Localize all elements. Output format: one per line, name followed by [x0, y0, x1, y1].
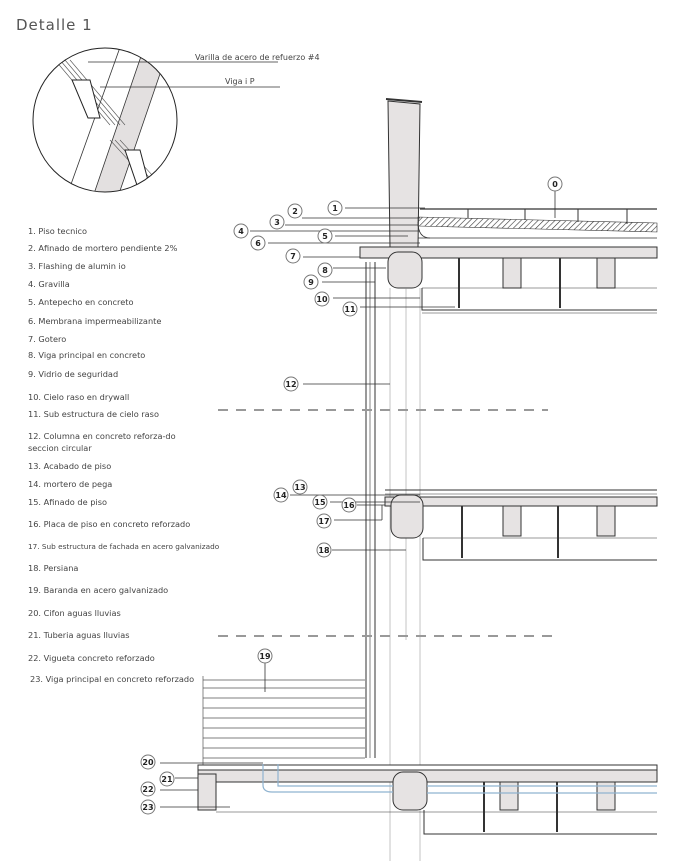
svg-text:2: 2 [292, 207, 298, 216]
callout-13: 13 [292, 479, 308, 495]
callout-9: 9 [303, 274, 319, 290]
legend-item: 8. Viga principal en concreto [28, 350, 146, 360]
legend-item: 14. mortero de pega [28, 479, 113, 489]
legend-item: 17. Sub estructura de fachada en acero g… [28, 542, 220, 551]
callout-19: 19 [257, 648, 273, 664]
slab-level-2 [384, 489, 658, 561]
legend-item: 12. Columna en concreto reforza-do secci… [28, 431, 176, 453]
legend-item: 16. Placa de piso en concreto reforzado [28, 519, 191, 529]
svg-text:19: 19 [259, 652, 271, 661]
legend-item: 1. Piso tecnico [28, 226, 88, 236]
label-beam: Viga i P [225, 77, 255, 86]
label-rebar: Varilla de acero de refuerzo #4 [195, 53, 320, 62]
legend-item: 15. Afinado de piso [28, 497, 107, 507]
svg-text:18: 18 [318, 546, 330, 555]
svg-text:10: 10 [316, 295, 328, 304]
svg-text:13: 13 [294, 483, 305, 492]
drawing-title: Detalle 1 [16, 16, 93, 34]
legend-item: 6. Membrana impermeabilizante [28, 316, 162, 326]
legend-item: 9. Vidrio de seguridad [28, 369, 119, 379]
callout-1: 1 [327, 200, 343, 216]
legend-item: 5. Antepecho en concreto [28, 297, 134, 307]
legend-item: 22. Vigueta concreto reforzado [28, 653, 155, 663]
svg-text:20: 20 [142, 758, 154, 767]
svg-text:17: 17 [318, 517, 329, 526]
callout-10: 10 [314, 291, 330, 307]
detail-1-circle: Varilla de acero de refuerzo #4 Viga i P [32, 47, 320, 193]
svg-text:3: 3 [274, 218, 280, 227]
slab-level-3 [197, 764, 658, 835]
callout-4: 4 [233, 223, 249, 239]
svg-text:6: 6 [255, 239, 261, 248]
railing [202, 676, 365, 765]
callout-16: 16 [341, 497, 357, 513]
callout-8: 8 [317, 262, 333, 278]
legend-item: 10. Cielo raso en drywall [28, 392, 130, 402]
callout-11: 11 [342, 301, 358, 317]
callout-23: 23 [140, 799, 156, 815]
callout-3: 3 [269, 214, 285, 230]
roof-assembly [417, 208, 658, 239]
svg-text:12: 12 [285, 380, 296, 389]
legend-item: 2. Afinado de mortero pendiente 2% [28, 243, 178, 253]
callout-21: 21 [159, 771, 175, 787]
legend-item: 21. Tuberia aguas lluvias [28, 630, 130, 640]
svg-text:5: 5 [322, 232, 328, 241]
svg-text:4: 4 [238, 227, 244, 236]
legend-item: 4. Gravilla [28, 279, 70, 289]
svg-text:11: 11 [344, 305, 356, 314]
svg-text:1: 1 [332, 204, 338, 213]
callout-12: 12 [283, 376, 299, 392]
svg-text:16: 16 [343, 501, 355, 510]
svg-text:15: 15 [314, 498, 326, 507]
leader-lines [160, 190, 556, 808]
legend-item: 13. Acabado de piso [28, 461, 112, 471]
callout-5: 5 [317, 228, 333, 244]
svg-text:22: 22 [142, 785, 153, 794]
slab-level-1 [359, 246, 658, 314]
legend-item: 20. Cifon aguas lluvias [28, 608, 121, 618]
callout-6: 6 [250, 235, 266, 251]
callout-7: 7 [285, 248, 301, 264]
callout-2: 2 [287, 203, 303, 219]
callout-17: 17 [316, 513, 332, 529]
svg-text:21: 21 [161, 775, 173, 784]
callout-20: 20 [140, 754, 156, 770]
svg-text:23: 23 [142, 803, 153, 812]
svg-text:7: 7 [290, 252, 296, 261]
svg-text:14: 14 [275, 491, 287, 500]
legend-item: 18. Persiana [28, 563, 79, 573]
svg-text:9: 9 [308, 278, 314, 287]
legend-item: 3. Flashing de alumin io [28, 261, 126, 271]
legend-item: 23. Viga principal en concreto reforzado [30, 674, 195, 684]
svg-text:0: 0 [552, 180, 558, 189]
callout-14: 14 [273, 487, 289, 503]
legend-item: 11. Sub estructura de cielo raso [28, 409, 159, 419]
callout-0: 0 [547, 176, 563, 192]
callout-15: 15 [312, 494, 328, 510]
legend-item: 19. Baranda en acero galvanizado [28, 585, 169, 595]
callout-22: 22 [140, 781, 156, 797]
legend-item: 7. Gotero [28, 334, 67, 344]
svg-text:8: 8 [322, 266, 328, 275]
callout-18: 18 [316, 542, 332, 558]
